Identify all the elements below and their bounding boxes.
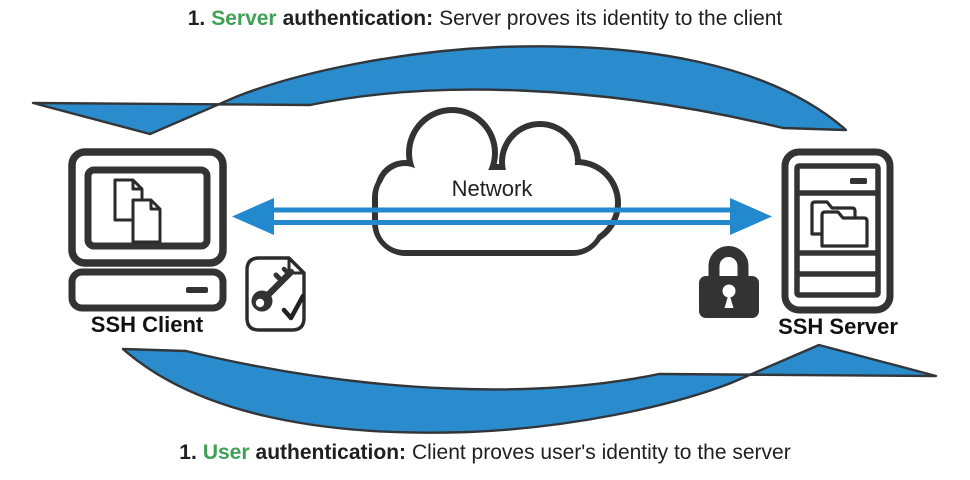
caption-bold: authentication: — [255, 441, 407, 464]
arrowhead-left — [232, 198, 274, 235]
padlock-icon — [699, 246, 759, 318]
key-icon — [251, 266, 295, 312]
folders-icon — [810, 200, 869, 248]
caption-bold: authentication: — [282, 7, 434, 30]
caption-keyword: User — [202, 441, 250, 464]
caption-number: 1. — [187, 7, 206, 30]
base-slot — [186, 287, 208, 293]
ssh-server-label: SSH Server — [778, 314, 898, 339]
checkmark-icon — [281, 293, 306, 321]
caption-text: Server proves its identity to the client — [439, 7, 783, 30]
computer-base — [68, 268, 227, 312]
documents-icon — [113, 178, 162, 244]
caption-number: 1. — [179, 441, 197, 464]
user-auth-caption: 1. User authentication: Client proves us… — [0, 441, 970, 465]
network-link-arrow — [232, 198, 772, 235]
arrowhead-right — [730, 198, 772, 235]
ssh-client-icon — [68, 148, 227, 312]
key-file-icon — [245, 256, 306, 332]
caption-text: Client proves user's identity to the ser… — [412, 441, 791, 464]
server-auth-arrow — [31, 45, 848, 136]
ssh-client-label: SSH Client — [90, 312, 204, 337]
network-label: Network — [451, 176, 533, 201]
caption-keyword: Server — [211, 7, 277, 30]
server-led — [850, 178, 867, 184]
ssh-server-icon — [781, 148, 894, 314]
user-auth-arrow — [121, 343, 938, 434]
server-auth-caption: 1. Server authentication: Server proves … — [0, 7, 970, 31]
network-cloud-icon — [372, 107, 621, 256]
